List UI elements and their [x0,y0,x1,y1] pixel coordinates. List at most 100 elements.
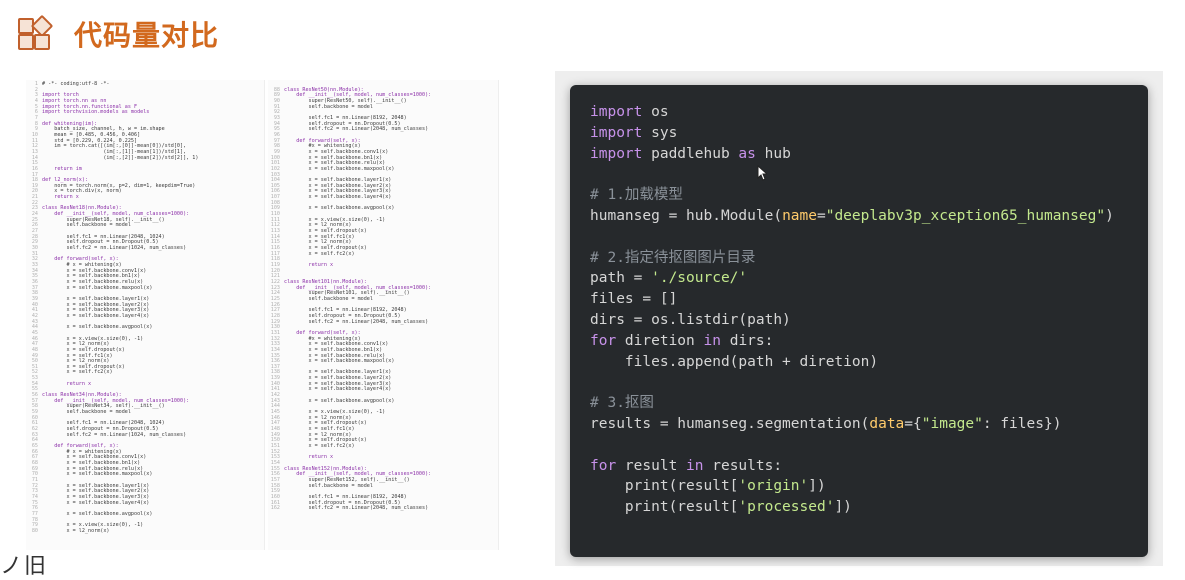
code-line: 89 def __init__(self, model, num_classes… [268,92,498,99]
code-line: 145 x = x.view(x.size(0), -1) [268,409,498,416]
line-number: 126 [270,301,280,308]
code-text: self.fc2 = nn.Linear(2048, num_classes) [284,505,429,512]
code-line: 154 [268,460,498,467]
code-text: x = self.backbone.layer1(x) [284,369,392,376]
code-text: def l2_norm(x): [42,177,89,184]
code-text: x = x.view(x.size(0), -1) [284,409,386,416]
code-line: 109 x = self.backbone.avgpool(x) [268,206,498,212]
code-text: x = self.backbone.layer1(x) [284,177,392,184]
code-text: # x = whitening(x) [42,262,122,268]
code-token: hub [755,145,791,162]
code-text: batch_size, channel, h, w = im.shape [42,126,165,133]
line-number: 131 [270,329,280,336]
code-token: print(result[ [590,499,739,516]
line-number: 150 [270,437,280,444]
code-text: (im[:,[2]]-mean[2])/std[2]], 1) [42,154,199,161]
code-line: import sys [590,123,1114,144]
code-token: 'origin' [738,478,809,495]
line-number: 66 [31,448,38,455]
code-line: 79 x = x.view(x.size(0), -1) [26,522,264,529]
code-line: 101 x = self.backbone.relu(x) [268,160,498,167]
code-token: files.append(path + diretion) [590,353,879,370]
code-line: 39 x = self.backbone.layer1(x) [26,296,264,303]
code-line: 75 x = self.backbone.layer4(x) [26,500,264,507]
code-line [590,227,1114,248]
code-line: 10 mean = [0.485, 0.456, 0.406] [26,132,264,139]
line-number: 147 [270,420,280,427]
code-line: 90 super(ResNet50, self).__init__() [268,98,498,105]
code-line: 115 x = l2_norm(x) [268,240,498,246]
code-line: 78 [26,517,264,524]
line-number: 149 [270,431,280,438]
code-text: self.dropout = nn.Dropout(0.5) [284,120,401,127]
line-number: 160 [270,493,280,500]
line-number: 92 [273,109,280,116]
line-number: 158 [270,482,280,489]
line-number: 106 [270,188,280,195]
line-number: 110 [270,211,280,218]
code-text: x = self.backbone.maxpool(x) [42,284,153,291]
code-line: 31 [26,251,264,258]
line-number: 136 [270,358,280,365]
code-line: 153 return x [268,454,498,461]
code-line: 62 self.dropout = nn.Dropout(0.5) [26,426,264,433]
line-number: 152 [270,448,280,455]
line-number: 56 [31,392,38,399]
code-text: self.backbone = model [284,295,373,302]
mouse-cursor-icon [757,165,767,181]
code-token: in [686,457,704,474]
code-token: ]) [834,499,852,516]
line-number: 116 [270,245,280,252]
line-number: 17 [31,171,38,178]
code-line: 161 self.dropout = nn.Dropout(0.5) [268,500,498,507]
code-line: 45 [26,330,264,337]
code-token: './source/' [651,270,748,287]
code-line [590,164,1114,185]
code-line: # 1.加载模型 [590,185,1114,206]
line-number: 99 [273,148,280,155]
code-text: x = self.dropout(x) [284,420,367,427]
line-number: 76 [31,505,38,512]
code-text: x = self.backbone.relu(x) [42,278,144,285]
code-line: 95 self.fc2 = nn.Linear(2048, num_classe… [268,126,498,133]
code-token: data [869,415,905,432]
code-line: humanseg = hub.Module(name="deeplabv3p_x… [590,206,1114,227]
code-line: 158 self.backbone = model [268,482,498,490]
code-line: 125 self.backbone = model [268,295,498,303]
code-line: 134 x = self.backbone.bn1(x) [268,347,498,354]
code-line: 22 [26,200,264,207]
code-line: 17 [26,171,264,179]
code-line: 94 self.dropout = nn.Dropout(0.5) [268,120,498,128]
line-number: 142 [270,392,280,399]
code-line: 30 self.fc2 = nn.Linear(1024, num_classe… [26,245,264,252]
code-token: 'processed' [738,499,835,516]
code-token: name [782,207,817,224]
code-line: 60 [26,415,264,422]
code-token: files = [] [590,291,678,308]
line-number: 93 [273,114,280,121]
code-line: dirs = os.listdir(path) [590,310,1114,331]
code-line [590,435,1114,456]
line-number: 127 [270,307,280,314]
code-text: self.fc1 = nn.Linear(2048, 1024) [42,420,165,427]
code-line: 138 x = self.backbone.layer1(x) [268,370,498,376]
code-line: for result in results: [590,456,1114,477]
line-number: 7 [34,114,38,121]
code-line: 19 norm = torch.norm(x, p=2, dim=1, keep… [26,183,264,190]
line-number: 33 [31,262,38,268]
code-line: 162 self.fc2 = nn.Linear(2048, num_class… [268,505,498,512]
code-line: 159 [268,489,498,495]
code-token: ]) [808,478,826,495]
code-line: 24 def __init__(self, model, num_classes… [26,211,264,218]
code-line: 47 x = l2_norm(x) [26,341,264,348]
line-number: 119 [270,262,280,268]
code-line: 55 [26,387,264,393]
line-number: 59 [31,409,38,416]
code-line: 29 self.dropout = nn.Dropout(0.5) [26,240,264,246]
code-line: 52 x = self.fc2(x) [26,370,264,376]
line-number: 69 [31,465,38,472]
